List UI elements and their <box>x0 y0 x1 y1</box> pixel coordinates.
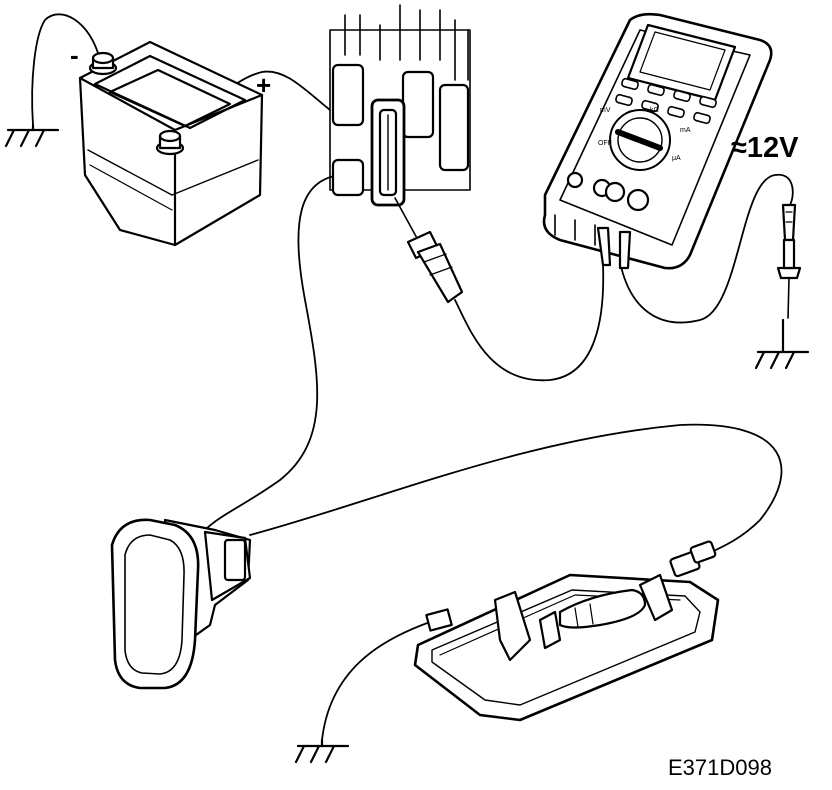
voltage-reading-label: ≈12V <box>731 132 799 164</box>
wire-switch-to-lamp <box>249 423 783 556</box>
rocker-switch-icon <box>110 518 252 690</box>
lamp-housing-icon <box>413 540 720 722</box>
wire-battery-negative-ground <box>31 13 101 126</box>
ground-symbol-icon <box>294 738 350 764</box>
meter-scale-label: mA <box>680 127 691 134</box>
probe-icon <box>776 203 802 319</box>
meter-scale-label: OFF <box>598 140 612 147</box>
ground-symbol-icon <box>754 318 810 370</box>
meter-scale-label: mV <box>600 107 611 114</box>
battery-positive-label: + <box>256 70 272 100</box>
wire-probe-to-meter <box>454 264 605 382</box>
probe-icon <box>394 197 464 304</box>
figure-code-label: E371D098 <box>668 755 772 780</box>
meter-scale-label: μA <box>672 155 681 162</box>
wire-fuse-to-switch <box>204 174 341 531</box>
wire-meter-to-groundprobe <box>619 174 794 324</box>
battery-icon <box>78 40 264 247</box>
meter-scale-label: kΩ <box>650 107 659 114</box>
multimeter-icon <box>542 12 773 270</box>
battery-negative-label: - <box>70 40 79 70</box>
wire-lamp-ground <box>321 621 431 741</box>
fuse-box-icon <box>329 4 471 207</box>
ground-symbol-icon <box>4 123 60 148</box>
